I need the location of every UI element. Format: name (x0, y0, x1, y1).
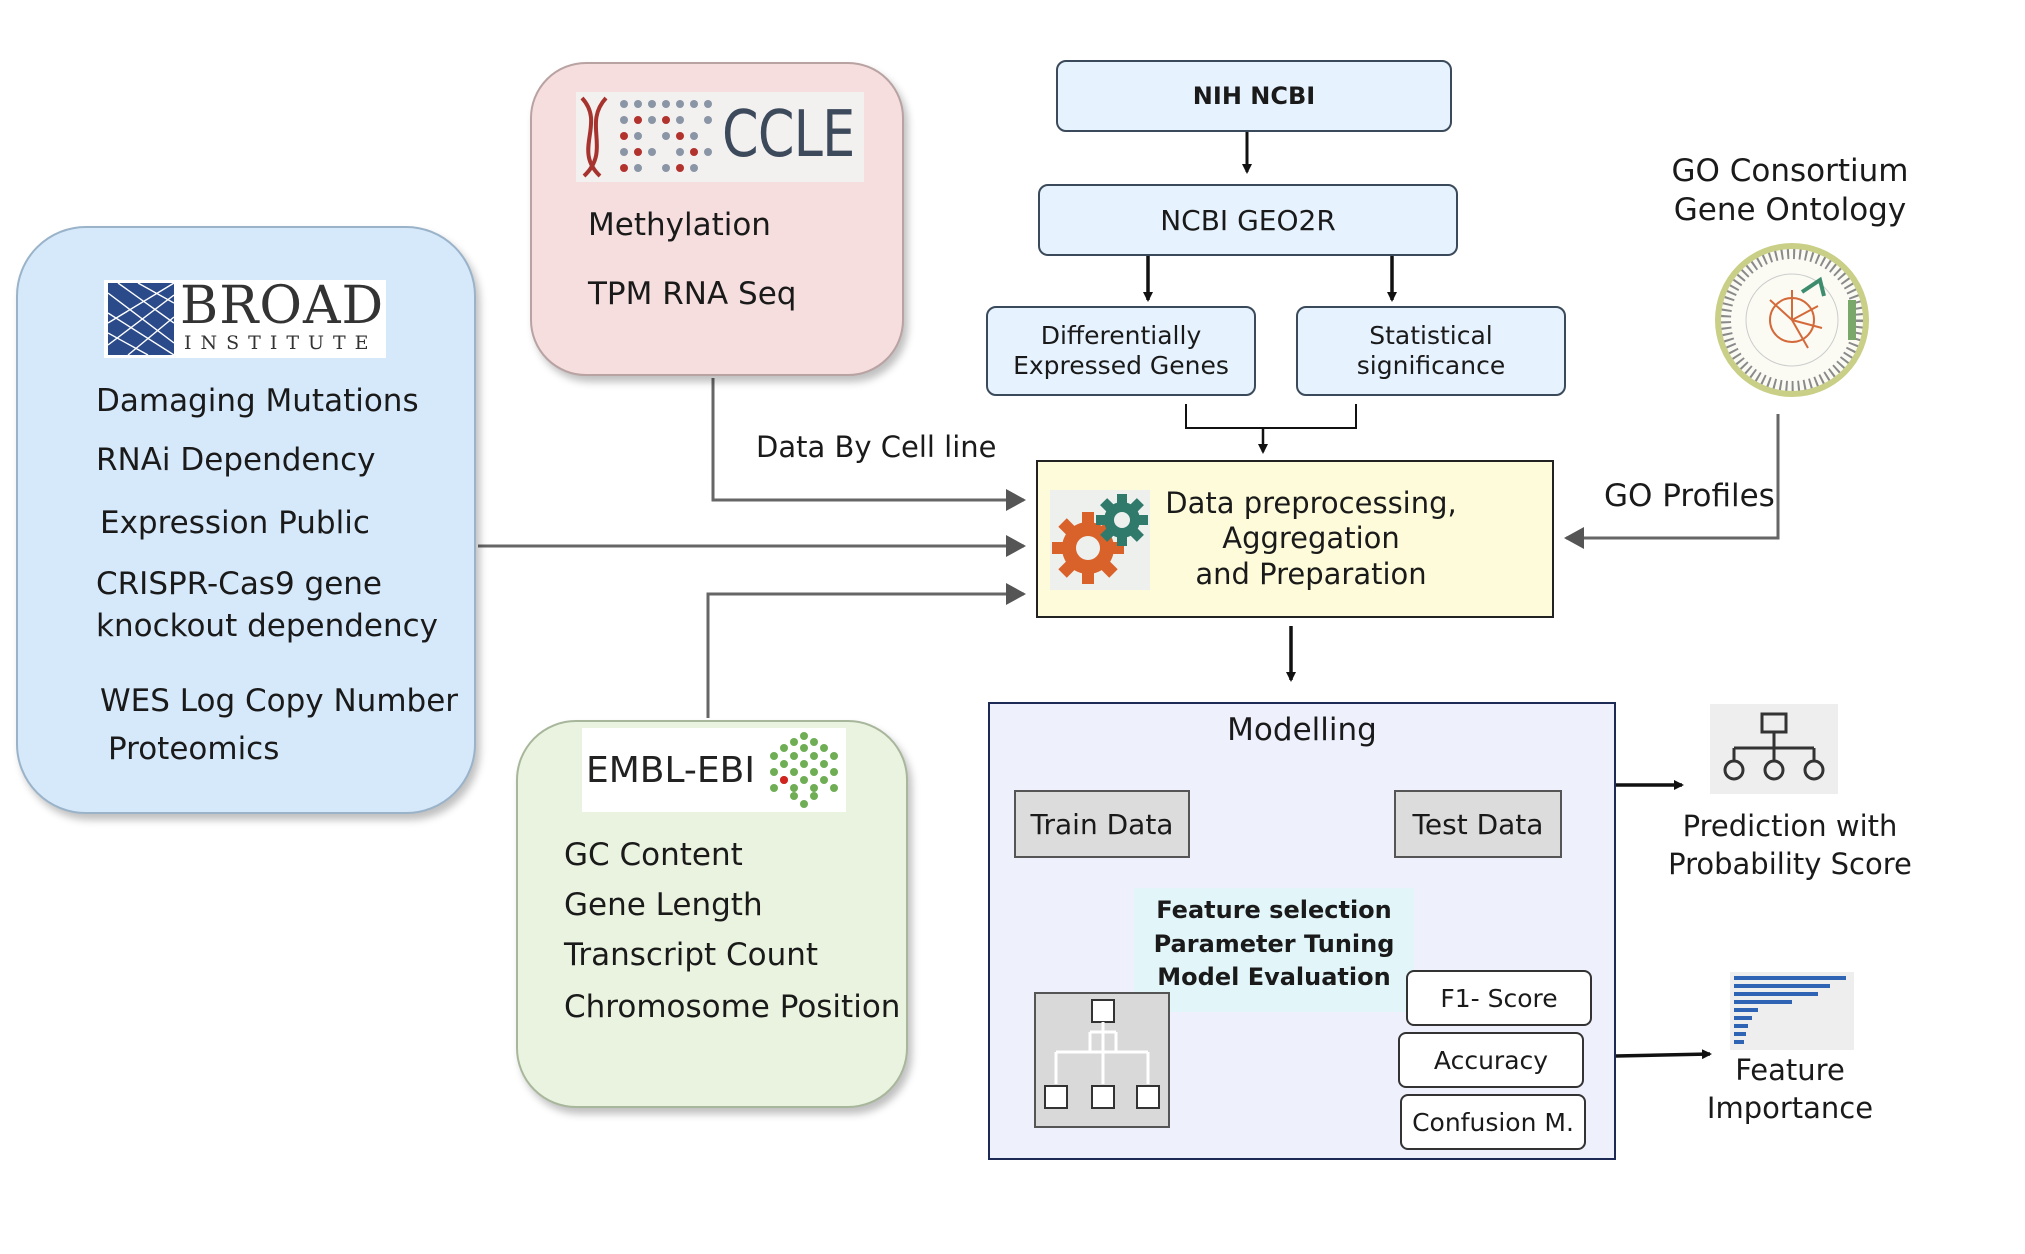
prep-line: Data preprocessing, (1165, 486, 1457, 520)
broad-item: RNAi Dependency (96, 442, 376, 478)
embl-logo-text: EMBL-EBI (586, 750, 755, 791)
broad-item: Expression Public (100, 505, 370, 541)
embl-item: Chromosome Position (564, 989, 901, 1025)
go-to-prep-arrow (1564, 414, 1780, 549)
ccle-logo: CCLE (576, 92, 864, 182)
stat-label-line: significance (1356, 351, 1506, 380)
go-title-line: GO Consortium (1671, 153, 1909, 189)
broad-logo: BROAD INSTITUTE (104, 276, 386, 358)
train-data-box: Train Data (1014, 790, 1190, 858)
importance-line: Importance (1706, 1090, 1874, 1125)
metric-label: Accuracy (1433, 1045, 1549, 1075)
go-consortium-title: GO Consortium Gene Ontology (1640, 152, 1940, 230)
ccle-logo-text: CCLE (722, 98, 855, 172)
ccle-item: Methylation (588, 207, 771, 243)
broad-item: Damaging Mutations (96, 383, 419, 419)
data-preprocessing-box: Data preprocessing, Aggregation and Prep… (1036, 460, 1554, 618)
data-by-cell-line-label: Data By Cell line (756, 430, 997, 464)
prep-line: and Preparation (1195, 556, 1427, 591)
metric-label: F1- Score (1440, 983, 1558, 1013)
confusion-matrix-box: Confusion M. (1400, 1094, 1586, 1150)
feature-importance-bars-icon (1730, 972, 1854, 1050)
ccle-to-prep-arrow (711, 378, 1026, 511)
broad-item: CRISPR-Cas9 gene (96, 566, 383, 602)
deg-label-line: Expressed Genes (1013, 351, 1229, 380)
dna-dots-icon (580, 96, 712, 178)
embl-ebi-box: EMBL-EBI GC Content Gene Length Transcri… (516, 720, 908, 1108)
model-tree-icon (1034, 992, 1170, 1128)
embl-item: GC Content (564, 837, 743, 873)
hierarchy-icon (1710, 704, 1838, 794)
embl-logo: EMBL-EBI (582, 728, 846, 812)
gene-ontology-wheel-icon (1715, 243, 1869, 397)
feature-importance-label: Feature Importance (1680, 1052, 1900, 1127)
prediction-output-label: Prediction with Probability Score (1640, 808, 1940, 883)
train-data-label: Train Data (1030, 807, 1174, 841)
tuning-step: Model Evaluation (1157, 963, 1391, 992)
merge-bracket (1185, 404, 1357, 429)
importance-line: Feature (1735, 1053, 1845, 1087)
deg-box: Differentially Expressed Genes (986, 306, 1256, 396)
broad-item: knockout dependency (96, 608, 439, 644)
ccle-box: CCLE Methylation TPM RNA Seq (530, 62, 904, 376)
preprocessing-label: Data preprocessing, Aggregation and Prep… (1156, 486, 1466, 592)
broad-logo-icon (108, 283, 174, 355)
metric-label: Confusion M. (1412, 1107, 1574, 1137)
f1-score-box: F1- Score (1406, 970, 1592, 1026)
modelling-box: Modelling Train Data Test Data Feature s… (988, 702, 1616, 1160)
broad-institute-box: BROAD INSTITUTE Damaging Mutations RNAi … (16, 226, 476, 814)
test-data-label: Test Data (1412, 807, 1544, 841)
modelling-title: Modelling (1227, 712, 1377, 748)
ccle-item: TPM RNA Seq (588, 276, 797, 312)
tuning-step: Feature selection (1156, 896, 1392, 924)
test-data-box: Test Data (1394, 790, 1562, 858)
nih-ncbi-label: NIH NCBI (1192, 82, 1316, 110)
deg-label-line: Differentially (1040, 321, 1202, 350)
ncbi-geo2r-box: NCBI GEO2R (1038, 184, 1458, 256)
broad-logo-title: BROAD (180, 276, 385, 336)
go-title-line: Gene Ontology (1673, 191, 1907, 228)
broad-item: WES Log Copy Number (100, 683, 459, 719)
model-to-importance-arrow (1615, 1049, 1712, 1060)
hex-dots-icon (770, 732, 838, 808)
embl-item: Gene Length (564, 887, 763, 923)
ncbi-geo2r-label: NCBI GEO2R (1160, 203, 1336, 237)
prediction-line: Prediction with (1682, 809, 1898, 843)
tuning-step: Parameter Tuning (1153, 929, 1395, 958)
go-profiles-label: GO Profiles (1604, 478, 1775, 514)
prediction-line: Probability Score (1668, 846, 1912, 881)
stat-label-line: Statistical (1369, 321, 1493, 350)
embl-to-prep-arrow (706, 583, 1026, 718)
gears-icon (1050, 490, 1150, 590)
prep-line: Aggregation (1222, 521, 1400, 556)
embl-item: Transcript Count (564, 937, 819, 973)
broad-item: Proteomics (108, 731, 280, 767)
statistical-significance-box: Statistical significance (1296, 306, 1566, 396)
broad-logo-subtitle: INSTITUTE (184, 332, 378, 354)
nih-ncbi-box: NIH NCBI (1056, 60, 1452, 132)
accuracy-box: Accuracy (1398, 1032, 1584, 1088)
tuning-steps-panel: Feature selection Parameter Tuning Model… (1134, 888, 1414, 1012)
